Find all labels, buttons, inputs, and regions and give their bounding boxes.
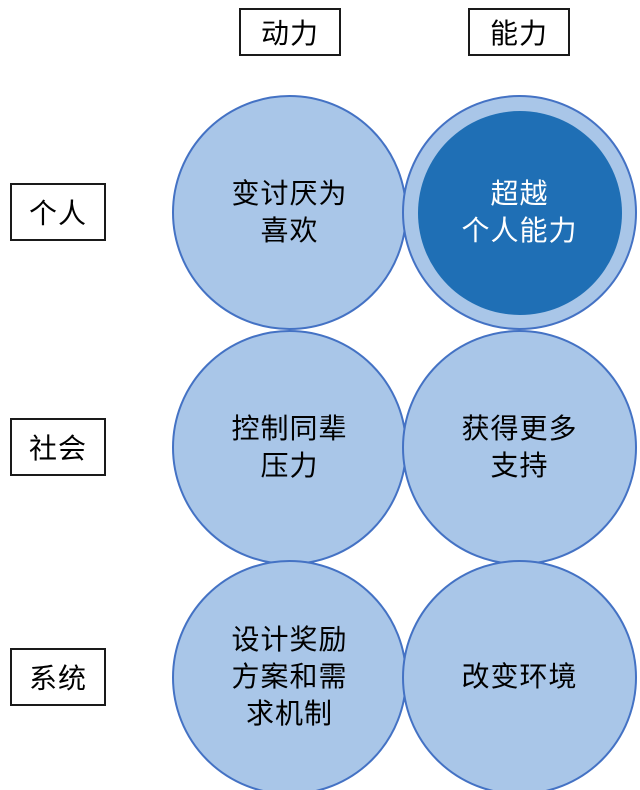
cell-text-personal-motivation: 变讨厌为 喜欢: [231, 177, 348, 246]
column-header-motivation: 动力: [239, 8, 341, 56]
cell-circle-social-ability: 获得更多 支持: [402, 330, 637, 565]
cell-text-system-ability: 改变环境: [461, 661, 578, 693]
cell-circle-system-motivation: 设计奖励 方案和需 求机制: [172, 560, 407, 790]
cell-text-social-motivation: 控制同辈 压力: [231, 412, 348, 481]
cell-circle-social-motivation: 控制同辈 压力: [172, 330, 407, 565]
cell-circle-system-ability: 改变环境: [402, 560, 637, 790]
cell-text-social-ability: 获得更多 支持: [461, 412, 578, 481]
highlight-inner-circle: 超越 个人能力: [417, 110, 622, 315]
row-header-personal: 个人: [10, 183, 106, 241]
column-header-ability: 能力: [468, 8, 570, 56]
row-header-social: 社会: [10, 418, 106, 476]
row-header-system: 系统: [10, 648, 106, 706]
cell-circle-personal-motivation: 变讨厌为 喜欢: [172, 95, 407, 330]
cell-text-system-motivation: 设计奖励 方案和需 求机制: [231, 624, 348, 729]
cell-circle-personal-ability: 超越 个人能力: [402, 95, 637, 330]
cell-text-personal-ability: 超越 个人能力: [461, 177, 578, 246]
